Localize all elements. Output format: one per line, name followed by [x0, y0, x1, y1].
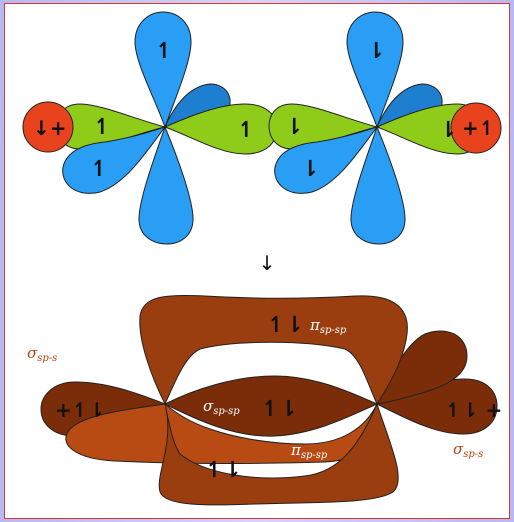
reaction-arrow: ↓: [259, 251, 276, 275]
label-pi-spsp-top: πsp-sp: [309, 316, 347, 336]
blue-lobe-down-2: [350, 125, 406, 245]
pi-back-right-lobe: [376, 330, 468, 405]
blue-lobe-lower-left-2: [274, 126, 379, 194]
spin-green-right: ↿: [237, 118, 255, 143]
spin-blue-lower-left-2: ⇂: [301, 157, 319, 182]
label-sigma-spsp: σsp-sp: [203, 397, 240, 417]
pair-right: ↿⇂ +: [445, 398, 502, 422]
spin-green-left-2: ⇂: [285, 115, 303, 140]
label-sigma-sps-left: σsp-s: [27, 344, 57, 364]
top-right-atom: ⇂ ⇂ ⇂ ⇂ +↿: [268, 11, 502, 245]
blue-lobe-up-2: [346, 11, 404, 129]
blue-lobe-up: [134, 11, 192, 129]
spin-blue-up-2: ⇂: [367, 39, 385, 64]
pair-top: ↿⇂: [267, 313, 304, 338]
diagram-frame: ↓+ ↿ ↿ ↿ ↿ ⇂ ⇂ ⇂ ⇂ +↿ ↓: [4, 3, 510, 519]
spin-green-left: ↿: [93, 115, 111, 140]
bonded-molecule: ↿⇂ ↿⇂ ↿⇂ +↿⇂ ↿⇂ + πsp-sp σsp-sp πsp-sp σ…: [27, 294, 502, 506]
blue-lobe-down: [138, 125, 194, 245]
pi-bottom-down-lobe: [158, 402, 399, 506]
label-sigma-sps-right: σsp-s: [453, 440, 483, 460]
pair-center: ↿⇂: [261, 397, 298, 422]
pair-left: +↿⇂: [55, 398, 105, 422]
spin-blue-lower-left: ↿: [90, 157, 108, 182]
label-pi-spsp-bottom: πsp-sp: [290, 441, 328, 461]
orbital-diagram: ↓+ ↿ ↿ ↿ ↿ ⇂ ⇂ ⇂ ⇂ +↿ ↓: [22, 11, 502, 506]
spin-green-right-2: ⇂: [439, 118, 457, 143]
blue-lobe-lower-left: [62, 126, 167, 194]
s-orbital-right: [450, 102, 502, 154]
s-orbital-left: [22, 101, 74, 153]
top-left-atom: ↓+ ↿ ↿ ↿ ↿: [22, 11, 278, 245]
pi-spsp-bottom-band: [65, 402, 379, 464]
pair-bottom: ↿⇂: [205, 458, 242, 483]
spin-s-right: +↿: [462, 116, 496, 140]
pi-spsp-top-band: [139, 294, 408, 406]
spin-blue-up: ↿: [155, 39, 173, 64]
spin-s-left: ↓+: [33, 116, 67, 140]
